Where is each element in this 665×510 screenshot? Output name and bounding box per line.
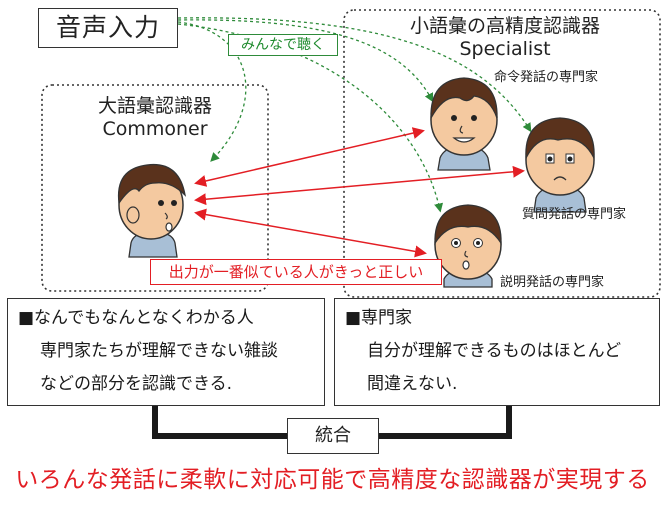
command-expert-label: 命令発話の専門家	[494, 70, 599, 85]
commoner-desc-heading: ■なんでもなんとなくわかる人	[18, 308, 254, 328]
speech-input-box: 音声入力	[38, 8, 178, 48]
compare-arrow-explain	[194, 208, 427, 258]
commoner-character	[117, 163, 186, 258]
specialist-desc-heading: ■専門家	[345, 308, 413, 328]
specialist-title-en: Specialist	[459, 38, 551, 60]
merge-label: 統合	[315, 425, 351, 446]
explain-expert-label: 説明発話の専門家	[500, 275, 605, 290]
most-similar-rule-tag: 出力が一番似ている人がきっと正しい	[150, 259, 442, 285]
question-expert-label: 質問発話の専門家	[522, 207, 627, 222]
commoner-title-en: Commoner	[102, 118, 208, 140]
specialist-title-ja: 小語彙の高精度認識器	[409, 15, 600, 37]
specialist-desc-line3: 間違えない.	[367, 374, 458, 394]
explain-expert-character	[434, 204, 502, 288]
commoner-description-box: ■なんでもなんとなくわかる人 専門家たちが理解できない雑談 などの部分を認識でき…	[7, 298, 325, 406]
speech-input-label: 音声入力	[55, 13, 160, 42]
commoner-desc-line2: 専門家たちが理解できない雑談	[40, 341, 278, 361]
commoner-title-ja: 大語彙認識器	[97, 95, 212, 117]
most-similar-rule-label: 出力が一番似ている人がきっと正しい	[168, 263, 424, 281]
merge-bracket	[152, 400, 512, 439]
result-statement: いろんな発話に柔軟に対応可能で高精度な認識器が実現する	[15, 467, 650, 493]
command-expert-character	[430, 77, 498, 171]
compare-arrows	[194, 127, 525, 258]
broadcast-arrow-question	[177, 17, 532, 133]
compare-arrow-question	[194, 165, 525, 206]
question-expert-character	[525, 117, 595, 213]
specialist-description-box: ■専門家 自分が理解できるものはほとんど 間違えない.	[334, 298, 660, 406]
merge-box: 統合	[287, 418, 379, 454]
specialist-desc-line2: 自分が理解できるものはほとんど	[367, 341, 622, 361]
listen-together-tag: みんなで聴く	[228, 34, 338, 56]
broadcast-arrow-explain	[177, 23, 444, 213]
commoner-group-frame	[41, 84, 269, 292]
commoner-desc-line3: などの部分を認識できる.	[40, 374, 233, 394]
specialist-group-frame	[343, 9, 661, 298]
listen-together-label: みんなで聴く	[241, 37, 325, 53]
broadcast-arrow-command	[177, 19, 434, 103]
